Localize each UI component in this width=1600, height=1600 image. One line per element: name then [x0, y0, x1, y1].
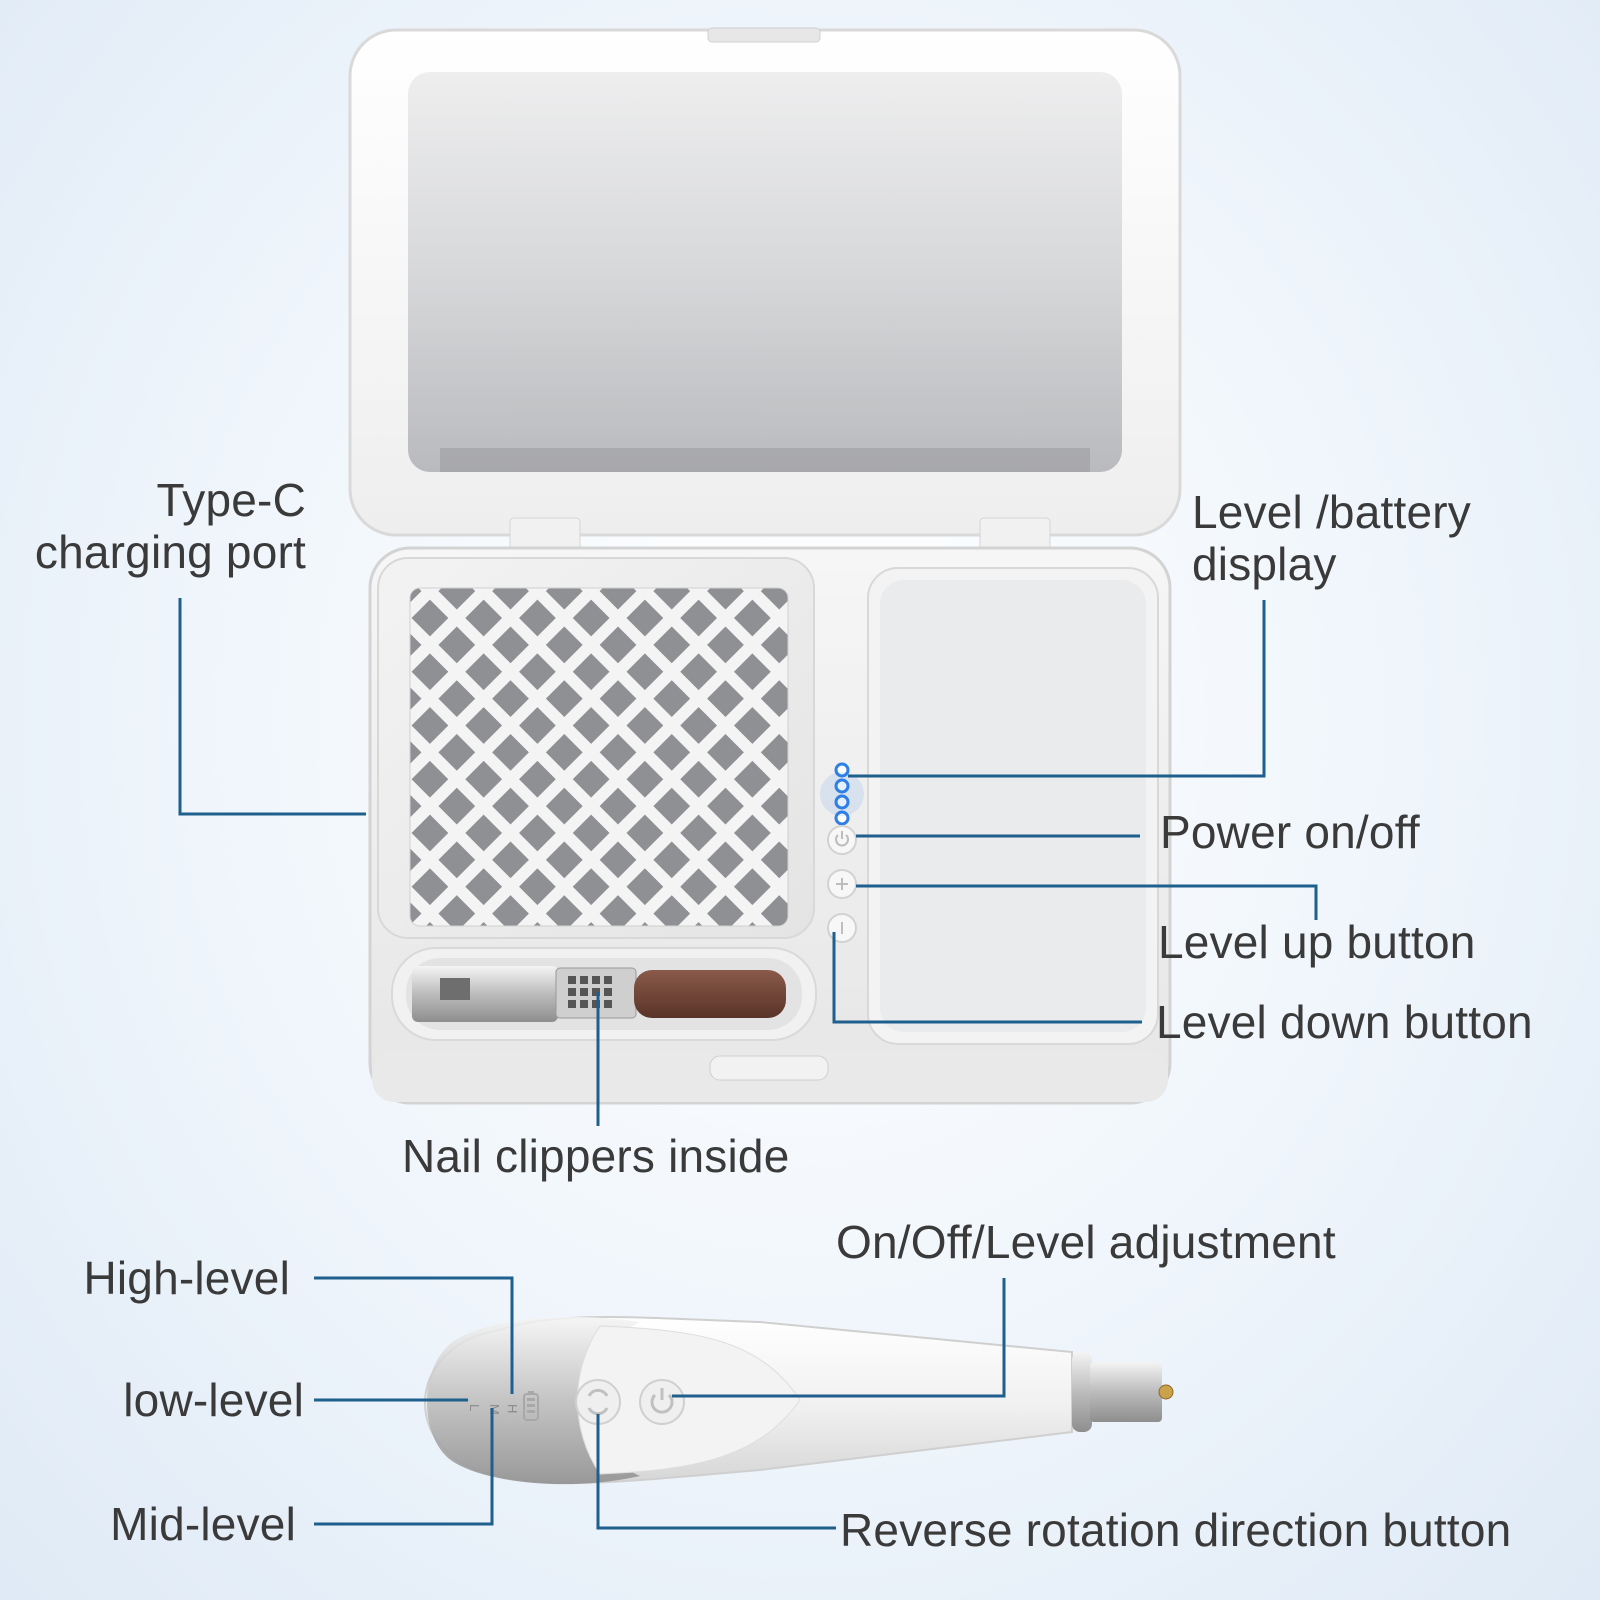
label-type-c-port: Type-C charging port	[34, 474, 306, 578]
label-nail-clippers: Nail clippers inside	[402, 1130, 790, 1182]
label-level-down-button: Level down button	[1156, 996, 1533, 1048]
case-base	[368, 546, 1172, 1105]
case-level-up-button[interactable]	[827, 869, 857, 899]
nail-drill-pen: H M L	[424, 1316, 1174, 1485]
label-reverse-rotation: Reverse rotation direction button	[840, 1504, 1512, 1556]
label-on-off-level: On/Off/Level adjustment	[836, 1216, 1336, 1268]
callout-onoff	[672, 1278, 1006, 1398]
battery-led-indicator	[820, 762, 864, 826]
case-level-down-button[interactable]	[827, 913, 857, 943]
power-icon	[650, 1393, 674, 1414]
callout-mid	[314, 1408, 494, 1526]
callout-type-c	[178, 598, 366, 816]
case-lid	[348, 27, 1182, 557]
callout-reverse	[596, 1414, 836, 1530]
grid-vent-icon	[409, 587, 789, 927]
label-low-level: low-level	[123, 1374, 304, 1426]
callout-level-battery	[848, 600, 1266, 778]
case-power-button[interactable]	[827, 825, 857, 855]
label-level-battery-display: Level /battery display	[1192, 486, 1471, 590]
label-power-on-off: Power on/off	[1160, 806, 1420, 858]
power-icon	[835, 834, 849, 847]
mirror	[408, 72, 1122, 472]
mark-h: H	[505, 1404, 520, 1413]
mark-l: L	[467, 1404, 482, 1411]
callout-level-down	[832, 932, 1142, 1024]
plus-icon	[836, 878, 848, 890]
callout-high	[314, 1276, 514, 1394]
mark-m: M	[487, 1404, 502, 1415]
reverse-rotation-icon	[587, 1388, 609, 1416]
pen-power-button[interactable]	[639, 1379, 685, 1425]
nail-clippers	[412, 966, 786, 1022]
label-level-up-button: Level up button	[1158, 916, 1476, 968]
callout-lines	[178, 598, 1318, 1530]
battery-icon	[523, 1391, 539, 1421]
label-mid-level: Mid-level	[110, 1498, 296, 1550]
callout-level-up	[856, 884, 1318, 920]
label-high-level: High-level	[83, 1252, 290, 1304]
